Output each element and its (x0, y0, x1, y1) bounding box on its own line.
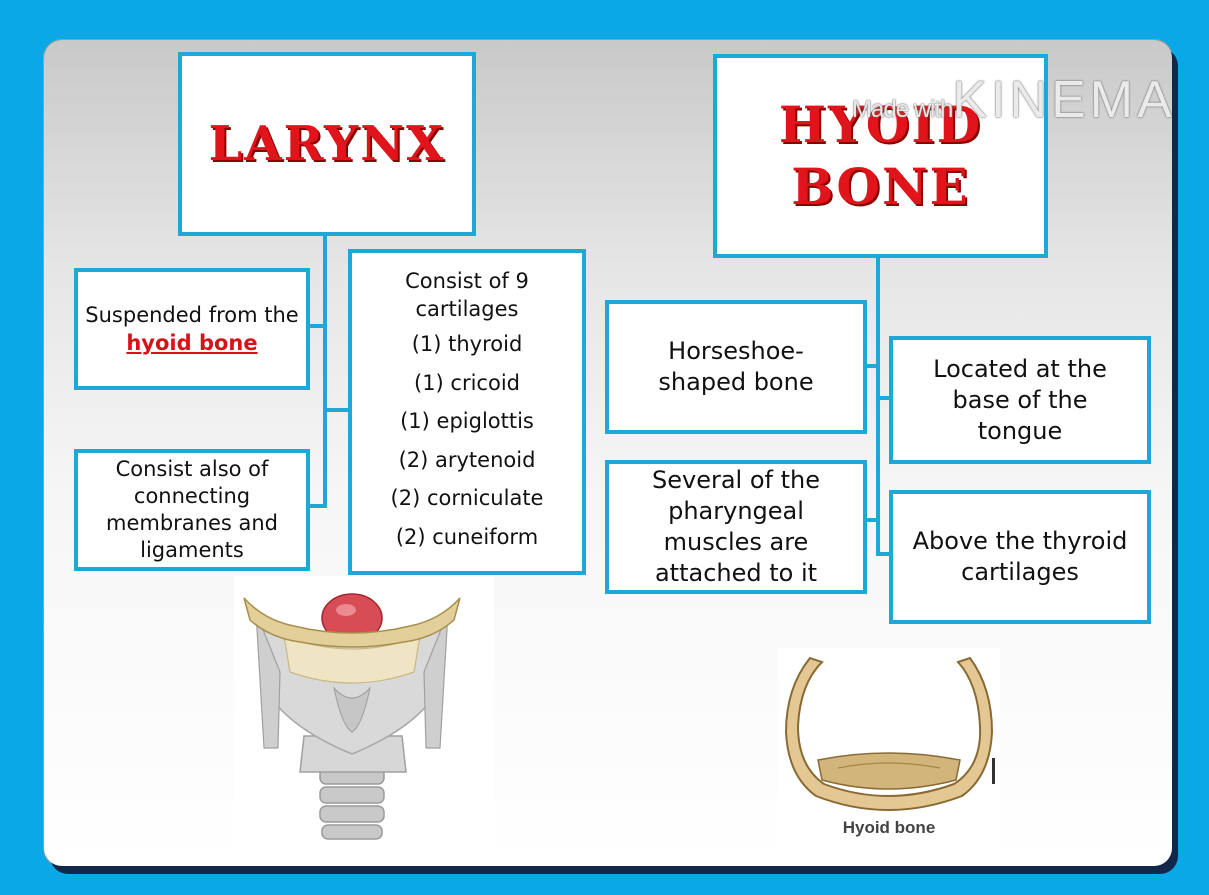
hyoid-bone-graphic (778, 648, 1000, 816)
cartilage-item: (2) arytenoid (391, 441, 544, 480)
hyoid-bone-illustration: Hyoid bone (778, 648, 1000, 846)
cartilage-item: (1) cricoid (391, 364, 544, 403)
cartilages-list: (1) thyroid (1) cricoid (1) epiglottis (… (391, 325, 544, 556)
cartilage-item: (1) epiglottis (391, 402, 544, 441)
hyoid-title-line2: BONE (791, 156, 970, 218)
connector-hyoid-vertical (876, 254, 880, 556)
slide: LARYNX Suspended from the hyoid bone Con… (44, 40, 1172, 866)
larynx-title-box: LARYNX (178, 52, 476, 236)
above-text: Above the thyroid cartilages (895, 526, 1145, 588)
cartilage-item: (2) cuneiform (391, 518, 544, 557)
hyoid-bone-link[interactable]: hyoid bone (126, 331, 257, 355)
above-box: Above the thyroid cartilages (889, 490, 1151, 624)
hyoid-bone-caption: Hyoid bone (778, 818, 1000, 838)
suspended-box: Suspended from the hyoid bone (74, 268, 310, 390)
suspended-prefix: Suspended from the (85, 303, 298, 327)
horseshoe-text: Horseshoe-shaped bone (639, 336, 833, 398)
suspended-text: Suspended from the hyoid bone (78, 301, 306, 357)
located-text: Located at the base of the tongue (915, 354, 1125, 447)
located-box: Located at the base of the tongue (889, 336, 1151, 464)
larynx-illustration-graphic (234, 576, 494, 848)
pharyngeal-box: Several of the pharyngeal muscles are at… (605, 460, 867, 594)
consist-also-box: Consist also of connecting membranes and… (74, 449, 310, 571)
cartilage-item: (1) thyroid (391, 325, 544, 364)
cartilage-item: (2) corniculate (391, 479, 544, 518)
horseshoe-box: Horseshoe-shaped bone (605, 300, 867, 434)
larynx-title: LARYNX (209, 116, 446, 172)
watermark-big: KINEMA (952, 71, 1172, 129)
connector-larynx-vertical (323, 232, 327, 508)
pharyngeal-text: Several of the pharyngeal muscles are at… (619, 465, 853, 589)
cartilages-box: Consist of 9 cartilages (1) thyroid (1) … (348, 249, 586, 575)
kinemaster-watermark: Made withKINEMA (852, 70, 1172, 130)
consist-also-text: Consist also of connecting membranes and… (86, 456, 298, 564)
larynx-illustration (234, 576, 494, 848)
watermark-small: Made with (852, 96, 952, 123)
cartilages-heading: Consist of 9 cartilages (352, 267, 582, 323)
